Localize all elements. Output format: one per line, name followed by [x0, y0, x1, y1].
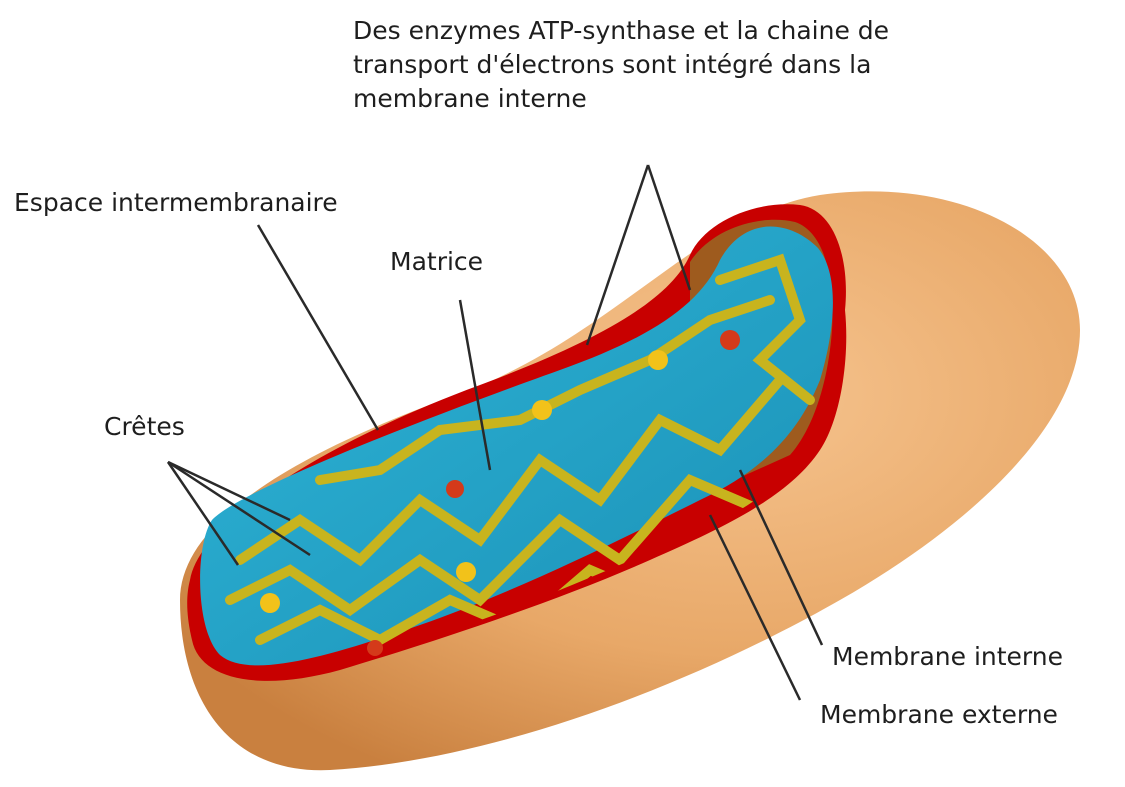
granule — [532, 400, 552, 420]
matrice-label: Matrice — [390, 245, 483, 279]
granule — [720, 330, 740, 350]
leader-line-espace — [258, 225, 378, 430]
membrane-externe-label: Membrane externe — [820, 698, 1058, 732]
granule — [260, 593, 280, 613]
granule — [648, 350, 668, 370]
membrane-interne-label: Membrane interne — [832, 640, 1063, 674]
atp-synthase-label: Des enzymes ATP-synthase et la chaine de… — [353, 14, 953, 116]
granule — [446, 480, 464, 498]
cretes-label: Crêtes — [104, 410, 185, 444]
granule — [456, 562, 476, 582]
espace-intermembranaire-label: Espace intermembranaire — [14, 186, 338, 220]
granule — [367, 640, 383, 656]
